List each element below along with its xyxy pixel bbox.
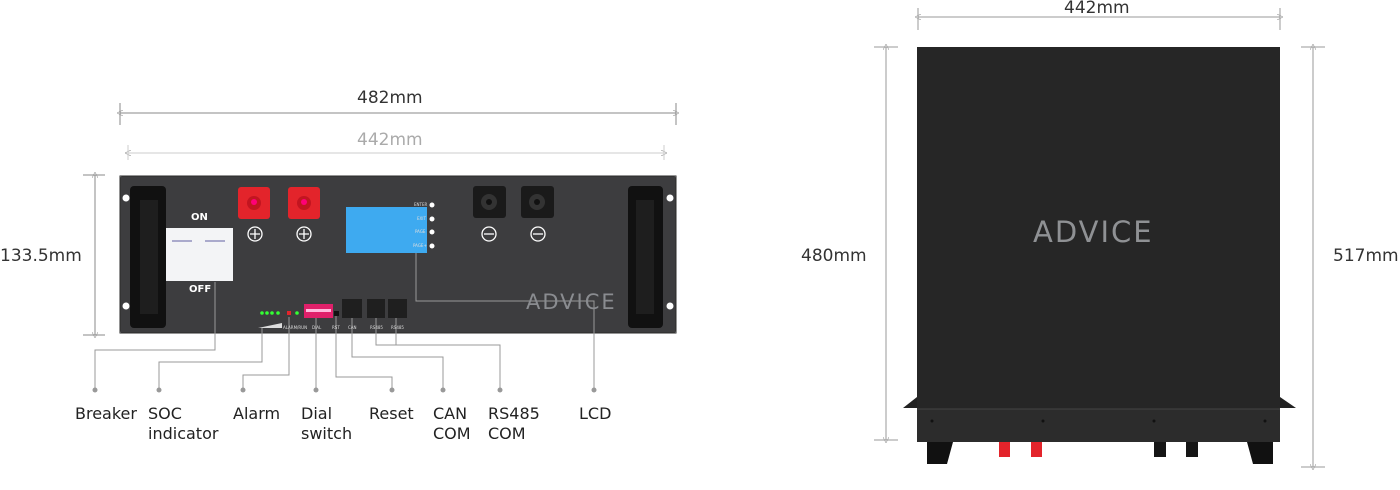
width-inner-label: 442mm bbox=[357, 130, 423, 150]
lcd-screen bbox=[346, 207, 427, 253]
panel-label: DIAL bbox=[312, 325, 322, 330]
lcd-button-label: ENTER bbox=[414, 202, 428, 207]
depth-inner-label: 480mm bbox=[801, 246, 867, 266]
panel-label: ALARM/RUN bbox=[283, 325, 308, 330]
dimension-442-top bbox=[918, 8, 1280, 30]
dimension-517 bbox=[1301, 47, 1325, 467]
callout-soc-indicator: SOC indicator bbox=[148, 404, 219, 443]
caster-wheel bbox=[927, 442, 953, 464]
negative-terminal bbox=[521, 186, 554, 218]
panel-label: RS485 bbox=[370, 325, 383, 330]
soc-indicator-leds bbox=[260, 311, 299, 315]
breaker-off-label: OFF bbox=[189, 284, 212, 295]
brand-logo-top: ADVICE bbox=[1033, 215, 1154, 249]
plus-icon bbox=[247, 226, 312, 242]
reset-button bbox=[334, 311, 339, 316]
dimension-480 bbox=[874, 47, 898, 440]
callout-can-com: CAN COM bbox=[433, 404, 471, 443]
positive-terminal bbox=[1031, 442, 1042, 457]
lcd-button-label: EXIT bbox=[417, 216, 426, 221]
height-label: 133.5mm bbox=[0, 246, 82, 266]
positive-terminal bbox=[288, 187, 320, 219]
brand-logo-front: ADVICE bbox=[526, 290, 617, 314]
callout-rs485-com: RS485 COM bbox=[488, 404, 540, 443]
panel-label: CAN bbox=[348, 325, 357, 330]
minus-icon bbox=[481, 226, 546, 242]
callout-dots bbox=[92, 387, 597, 393]
lcd-button-label: PAGE+ bbox=[413, 243, 427, 248]
alarm-led bbox=[287, 311, 291, 315]
width-outer-label: 482mm bbox=[357, 88, 423, 108]
depth-outer-label: 517mm bbox=[1333, 246, 1399, 266]
rs485-port bbox=[367, 299, 385, 318]
negative-terminal bbox=[473, 186, 506, 218]
callout-lcd: LCD bbox=[579, 404, 612, 423]
positive-terminal bbox=[999, 442, 1010, 457]
positive-terminal bbox=[238, 187, 270, 219]
callout-dial-switch: Dial switch bbox=[301, 404, 353, 443]
caster-wheel bbox=[1247, 442, 1273, 464]
front-panel bbox=[119, 175, 677, 334]
negative-terminal bbox=[1154, 442, 1166, 457]
callout-lines bbox=[94, 253, 595, 390]
dimension-height-front bbox=[83, 175, 105, 335]
panel-label: RS485 bbox=[391, 325, 404, 330]
callout-breaker: Breaker bbox=[75, 404, 137, 423]
top-width-label: 442mm bbox=[1064, 0, 1130, 18]
top-view-case bbox=[903, 47, 1296, 464]
breaker-on-label: ON bbox=[191, 212, 208, 223]
lcd-button-label: PAGE bbox=[415, 229, 426, 234]
dimension-482 bbox=[120, 103, 676, 125]
callout-alarm: Alarm bbox=[233, 404, 281, 423]
rs485-port bbox=[388, 299, 407, 318]
negative-terminal bbox=[1186, 442, 1198, 457]
soc-ramp-icon bbox=[258, 323, 282, 328]
lcd-button bbox=[429, 202, 435, 249]
can-port bbox=[342, 299, 362, 318]
breaker bbox=[166, 228, 233, 281]
callout-reset: Reset bbox=[369, 404, 414, 423]
dimension-442-front bbox=[128, 145, 664, 160]
panel-label: RST bbox=[332, 325, 340, 330]
